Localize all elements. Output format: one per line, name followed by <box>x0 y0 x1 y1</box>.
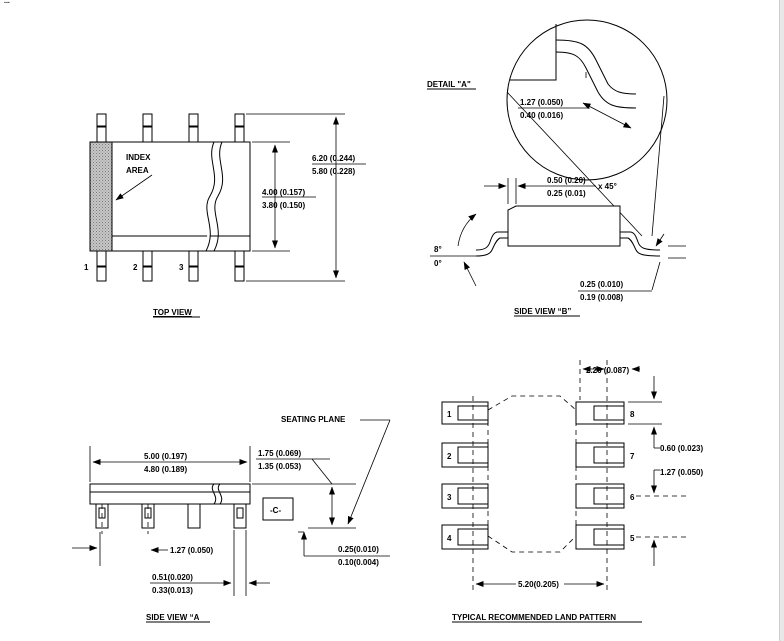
height-min: 1.35 (0.053) <box>258 462 301 471</box>
detail-dim-max: 1.27 (0.050) <box>520 98 563 107</box>
pitch-label: 1.27 (0.050) <box>170 546 213 555</box>
chamfer-dim-min: 0.25 (0.01) <box>547 189 586 198</box>
chamfer-suffix: x 45° <box>598 182 617 191</box>
land-pitch-dim: 1.27 (0.050) <box>660 468 703 477</box>
top-view-pins-top <box>96 113 245 143</box>
side-view-a-body <box>89 483 251 505</box>
window-edge <box>779 0 784 641</box>
angle-max: 8° <box>434 245 442 254</box>
break-line <box>205 141 216 252</box>
lead-thickness-min: 0.19 (0.008) <box>580 293 623 302</box>
side-view-b: 1.27 (0.050) 0.40 (0.016) DETAIL "A" 0.5… <box>427 19 686 317</box>
detail-a-label: DETAIL "A" <box>427 80 471 89</box>
standoff-max: 0.25(0.010) <box>338 545 379 554</box>
pad-length-dim: 2.20 (0.087) <box>586 366 629 375</box>
land-pattern: 1 2 3 4 8 7 6 5 2.20 (0.087) 0.60 (0.023… <box>441 360 703 623</box>
index-label: INDEX <box>126 153 151 162</box>
detail-a-circle <box>506 19 668 181</box>
top-view-body <box>89 141 251 252</box>
land-pin-6: 6 <box>630 493 635 502</box>
lead-width-min: 0.33(0.013) <box>152 586 193 595</box>
length-min: 4.80 (0.189) <box>144 465 187 474</box>
top-view: INDEX AREA 1 2 3 4.00 (0.157) 3.80 (0.15… <box>84 113 366 318</box>
cropped-header-text: ... <box>4 0 10 5</box>
side-view-a-title: SIDE VIEW “A <box>146 613 200 622</box>
dim-body-max: 4.00 (0.157) <box>262 188 305 197</box>
pin-1-label: 1 <box>84 263 89 272</box>
lead-thickness-max: 0.25 (0.010) <box>580 280 623 289</box>
dim-body-min: 3.80 (0.150) <box>262 201 305 210</box>
land-pin-8: 8 <box>630 410 635 419</box>
pin-2-label: 2 <box>133 263 138 272</box>
land-pads-left <box>441 401 489 550</box>
angle-min: 0° <box>434 259 442 268</box>
land-pin-5: 5 <box>630 534 635 543</box>
land-pin-1: 1 <box>447 410 452 419</box>
land-pin-3: 3 <box>447 493 452 502</box>
pad-width-dim: 0.60 (0.023) <box>660 444 703 453</box>
side-view-a: SEATING PLANE 5.00 (0.197) 4.80 (0.189) … <box>72 415 391 623</box>
top-view-pins-bottom <box>96 250 245 282</box>
height-max: 1.75 (0.069) <box>258 449 301 458</box>
standoff-min: 0.10(0.004) <box>338 558 379 567</box>
land-pin-4: 4 <box>447 534 452 543</box>
land-pin-2: 2 <box>447 452 452 461</box>
land-pattern-title: TYPICAL RECOMMENDED LAND PATTERN <box>452 613 616 622</box>
datum-c-box <box>262 497 294 521</box>
lead-width-max: 0.51(0.020) <box>152 573 193 582</box>
dim-width-max: 6.20 (0.244) <box>312 154 355 163</box>
index-area-hatch <box>89 141 113 252</box>
chamfer-dim-max: 0.50 (0.20) <box>547 176 586 185</box>
side-view-b-body <box>507 205 621 247</box>
area-label: AREA <box>126 166 149 175</box>
land-pads-right <box>575 401 625 550</box>
land-pin-7: 7 <box>630 452 635 461</box>
dim-width-min: 5.80 (0.228) <box>312 167 355 176</box>
length-max: 5.00 (0.197) <box>144 452 187 461</box>
pin-3-label: 3 <box>179 263 184 272</box>
datum-c-label: -C- <box>270 506 281 515</box>
detail-dim-min: 0.40 (0.016) <box>520 111 563 120</box>
side-view-b-title: SIDE VIEW “B” <box>514 307 571 316</box>
seating-plane-label: SEATING PLANE <box>281 415 346 424</box>
row-spacing-dim: 5.20(0.205) <box>518 580 559 589</box>
side-view-a-leads <box>95 503 247 529</box>
top-view-title: TOP VIEW <box>153 308 192 317</box>
